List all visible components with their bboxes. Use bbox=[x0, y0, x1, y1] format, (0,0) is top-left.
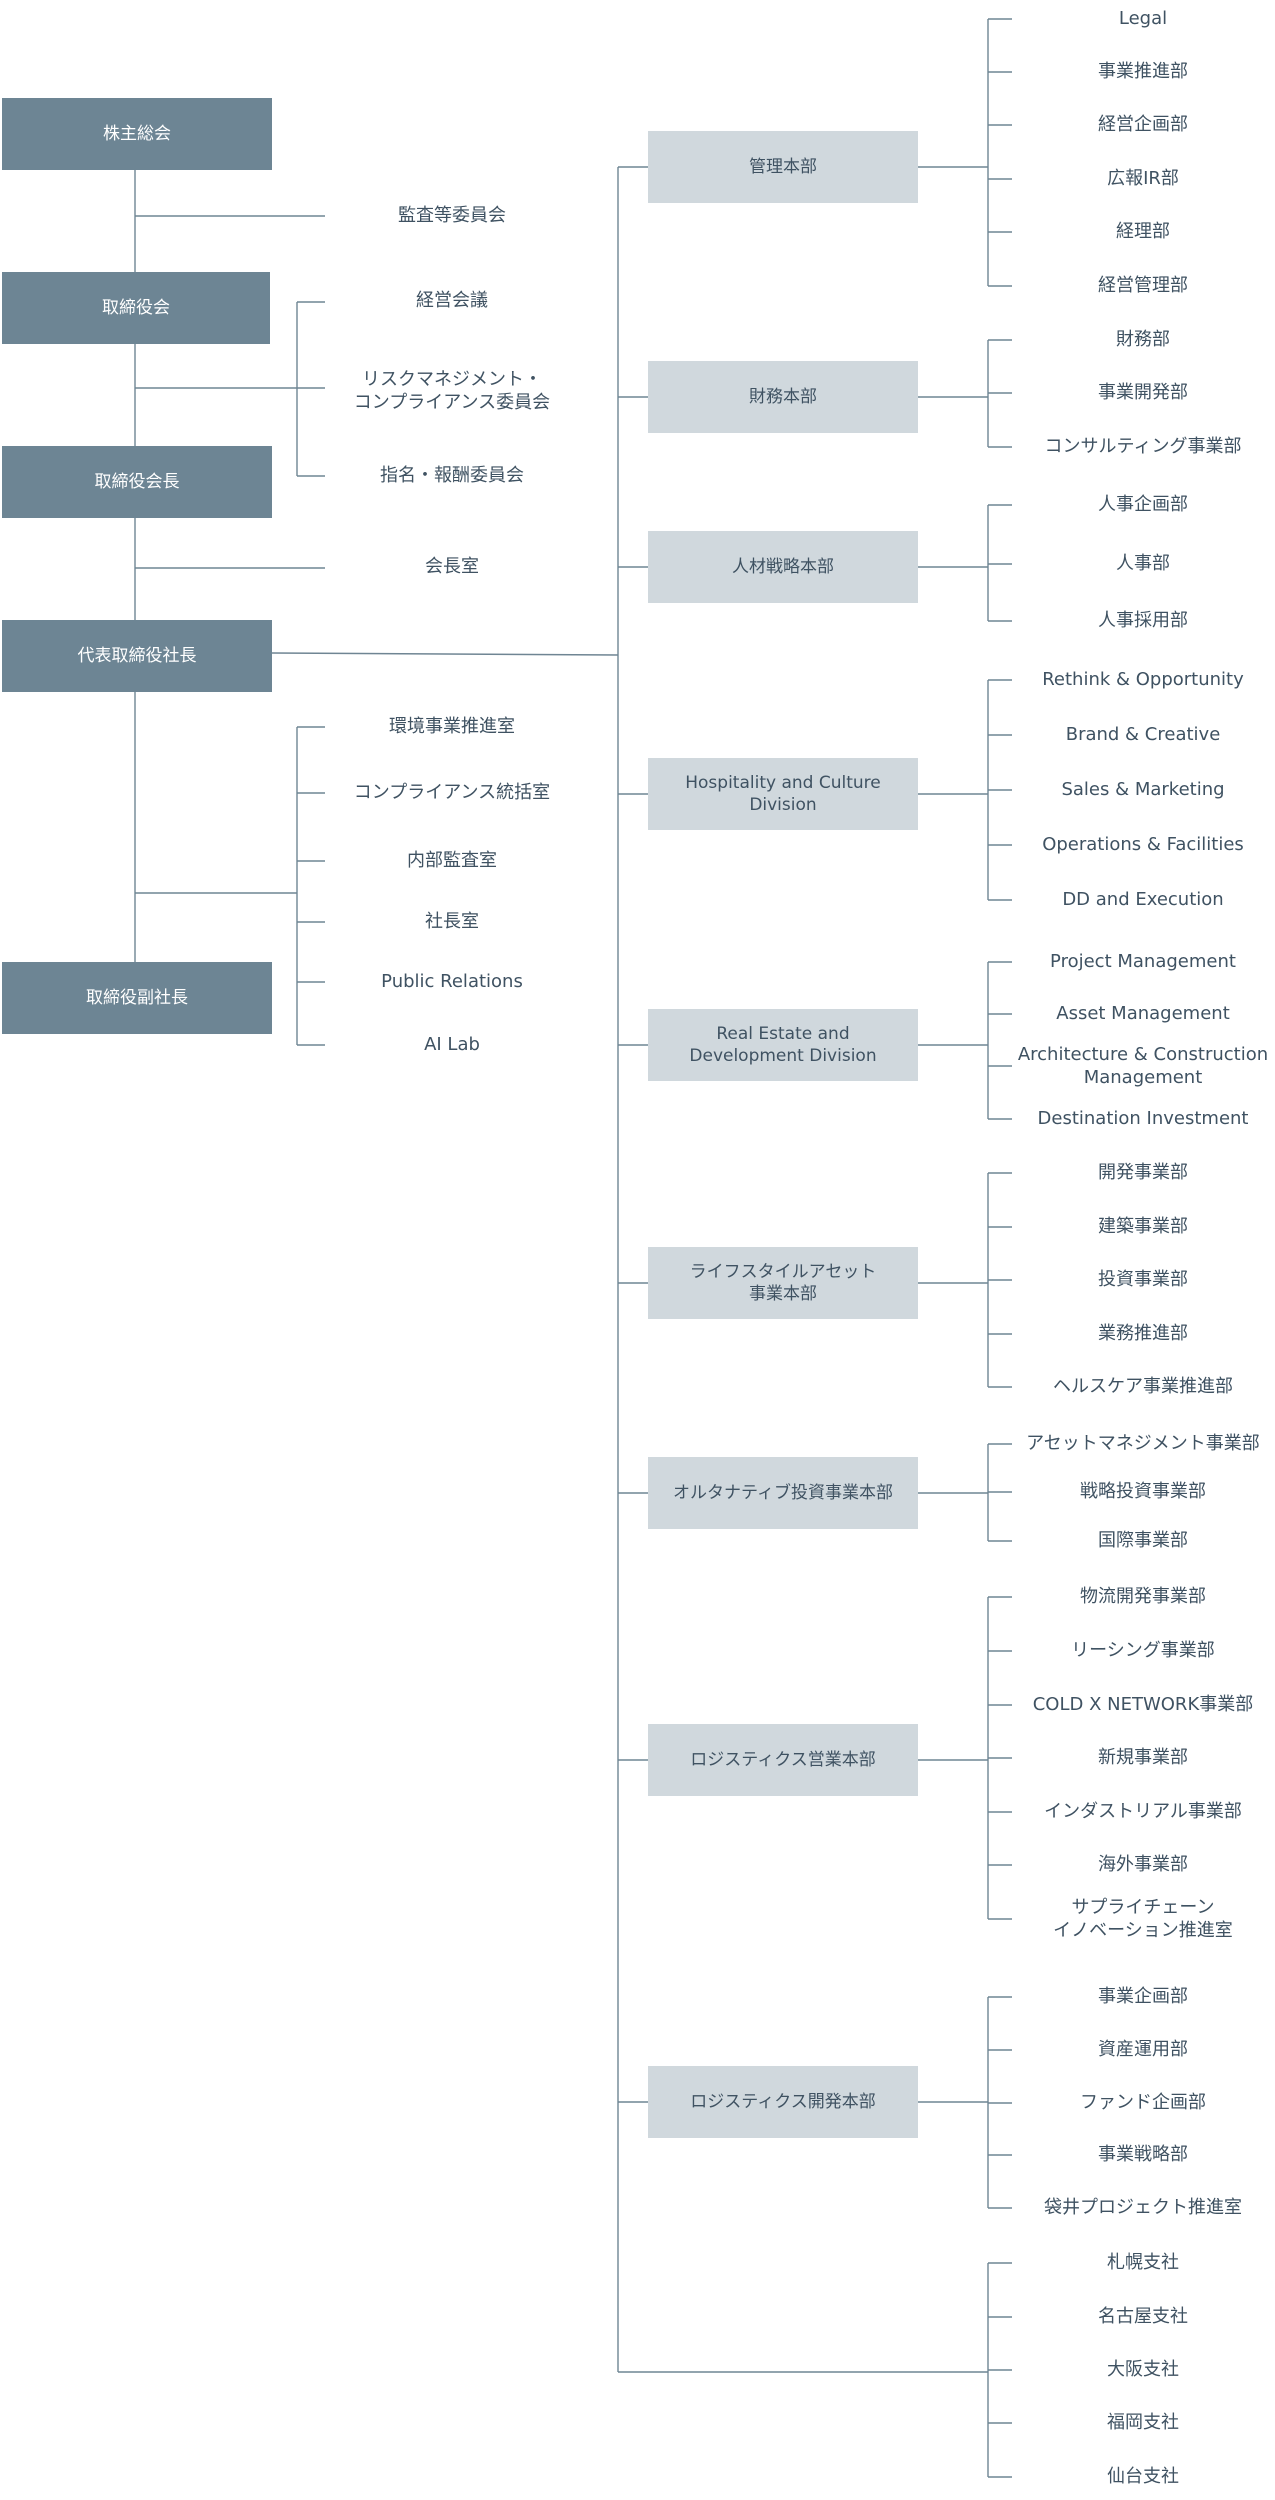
org-box-shareholders: 株主総会 bbox=[2, 98, 272, 170]
department-label: リーシング事業部 bbox=[1071, 1640, 1215, 1662]
department-label: 資産運用部 bbox=[1098, 2039, 1188, 2061]
division-box: 管理本部 bbox=[648, 131, 918, 203]
branch-label: 仙台支社 bbox=[1107, 2466, 1179, 2488]
department-label: ヘルスケア事業推進部 bbox=[1053, 1376, 1233, 1398]
committee-president-office: 社長室 bbox=[425, 911, 479, 933]
org-box-vp: 取締役副社長 bbox=[2, 962, 272, 1034]
branch-label: 福岡支社 bbox=[1107, 2412, 1179, 2434]
department-label: Sales & Marketing bbox=[1061, 779, 1225, 801]
department-label: 物流開発事業部 bbox=[1080, 1586, 1206, 1608]
committee-risk-committee: リスクマネジメント・ コンプライアンス委員会 bbox=[353, 368, 551, 413]
department-label: 戦略投資事業部 bbox=[1080, 1481, 1206, 1503]
department-label: 投資事業部 bbox=[1098, 1269, 1188, 1291]
division-box: 人材戦略本部 bbox=[648, 531, 918, 603]
department-label: 国際事業部 bbox=[1098, 1530, 1188, 1552]
department-label: 経営管理部 bbox=[1098, 275, 1188, 297]
department-label: 経営企画部 bbox=[1098, 114, 1188, 136]
department-label: ファンド企画部 bbox=[1080, 2092, 1206, 2114]
department-label: Architecture & Construction Management bbox=[1017, 1043, 1269, 1088]
committee-public-relations: Public Relations bbox=[381, 971, 523, 993]
department-label: Destination Investment bbox=[1037, 1108, 1249, 1130]
department-label: 開発事業部 bbox=[1098, 1162, 1188, 1184]
division-box: Hospitality and Culture Division bbox=[648, 758, 918, 830]
department-label: 広報IR部 bbox=[1107, 168, 1179, 190]
department-label: Asset Management bbox=[1056, 1003, 1230, 1025]
department-label: 人事採用部 bbox=[1098, 610, 1188, 632]
department-label: Brand & Creative bbox=[1065, 724, 1221, 746]
committee-ai-lab: AI Lab bbox=[424, 1034, 480, 1056]
department-label: 袋井プロジェクト推進室 bbox=[1044, 2197, 1242, 2219]
department-label: Operations & Facilities bbox=[1042, 834, 1244, 856]
department-label: 事業推進部 bbox=[1098, 61, 1188, 83]
division-box: ライフスタイルアセット 事業本部 bbox=[648, 1247, 918, 1319]
org-box-ceo: 代表取締役社長 bbox=[2, 620, 272, 692]
department-label: 経理部 bbox=[1116, 221, 1170, 243]
department-label: 事業戦略部 bbox=[1098, 2144, 1188, 2166]
committee-nomination-committee: 指名・報酬委員会 bbox=[380, 465, 524, 487]
department-label: 新規事業部 bbox=[1098, 1747, 1188, 1769]
department-label: 事業企画部 bbox=[1098, 1986, 1188, 2008]
department-label: Legal bbox=[1118, 8, 1168, 30]
committee-chairman-office: 会長室 bbox=[425, 556, 479, 578]
department-label: DD and Execution bbox=[1062, 889, 1224, 911]
department-label: 事業開発部 bbox=[1098, 382, 1188, 404]
department-label: 業務推進部 bbox=[1098, 1323, 1188, 1345]
committee-audit-committee: 監査等委員会 bbox=[398, 205, 506, 227]
org-box-board: 取締役会 bbox=[2, 272, 270, 344]
division-box: 財務本部 bbox=[648, 361, 918, 433]
connector-ceo-divisions bbox=[271, 652, 619, 656]
division-box: オルタナティブ投資事業本部 bbox=[648, 1457, 918, 1529]
department-label: Rethink & Opportunity bbox=[1042, 669, 1244, 691]
division-box: ロジスティクス営業本部 bbox=[648, 1724, 918, 1796]
branch-label: 名古屋支社 bbox=[1098, 2306, 1188, 2328]
committee-env-office: 環境事業推進室 bbox=[389, 716, 515, 738]
division-box: ロジスティクス開発本部 bbox=[648, 2066, 918, 2138]
department-label: 海外事業部 bbox=[1098, 1854, 1188, 1876]
department-label: 人事企画部 bbox=[1098, 494, 1188, 516]
division-box: Real Estate and Development Division bbox=[648, 1009, 918, 1081]
department-label: COLD X NETWORK事業部 bbox=[1032, 1694, 1254, 1716]
department-label: アセットマネジメント事業部 bbox=[1026, 1433, 1260, 1455]
department-label: サプライチェーン イノベーション推進室 bbox=[1053, 1896, 1233, 1941]
branch-label: 札幌支社 bbox=[1107, 2252, 1179, 2274]
department-label: インダストリアル事業部 bbox=[1044, 1801, 1242, 1823]
department-label: 人事部 bbox=[1116, 553, 1170, 575]
department-label: Project Management bbox=[1050, 951, 1236, 973]
org-box-chairman: 取締役会長 bbox=[2, 446, 272, 518]
department-label: 財務部 bbox=[1116, 329, 1170, 351]
department-label: コンサルティング事業部 bbox=[1044, 436, 1242, 458]
department-label: 建築事業部 bbox=[1098, 1216, 1188, 1238]
committee-internal-audit: 内部監査室 bbox=[407, 850, 497, 872]
committee-management-meeting: 経営会議 bbox=[416, 290, 488, 312]
branch-label: 大阪支社 bbox=[1107, 2359, 1179, 2381]
committee-compliance-office: コンプライアンス統括室 bbox=[353, 782, 551, 804]
